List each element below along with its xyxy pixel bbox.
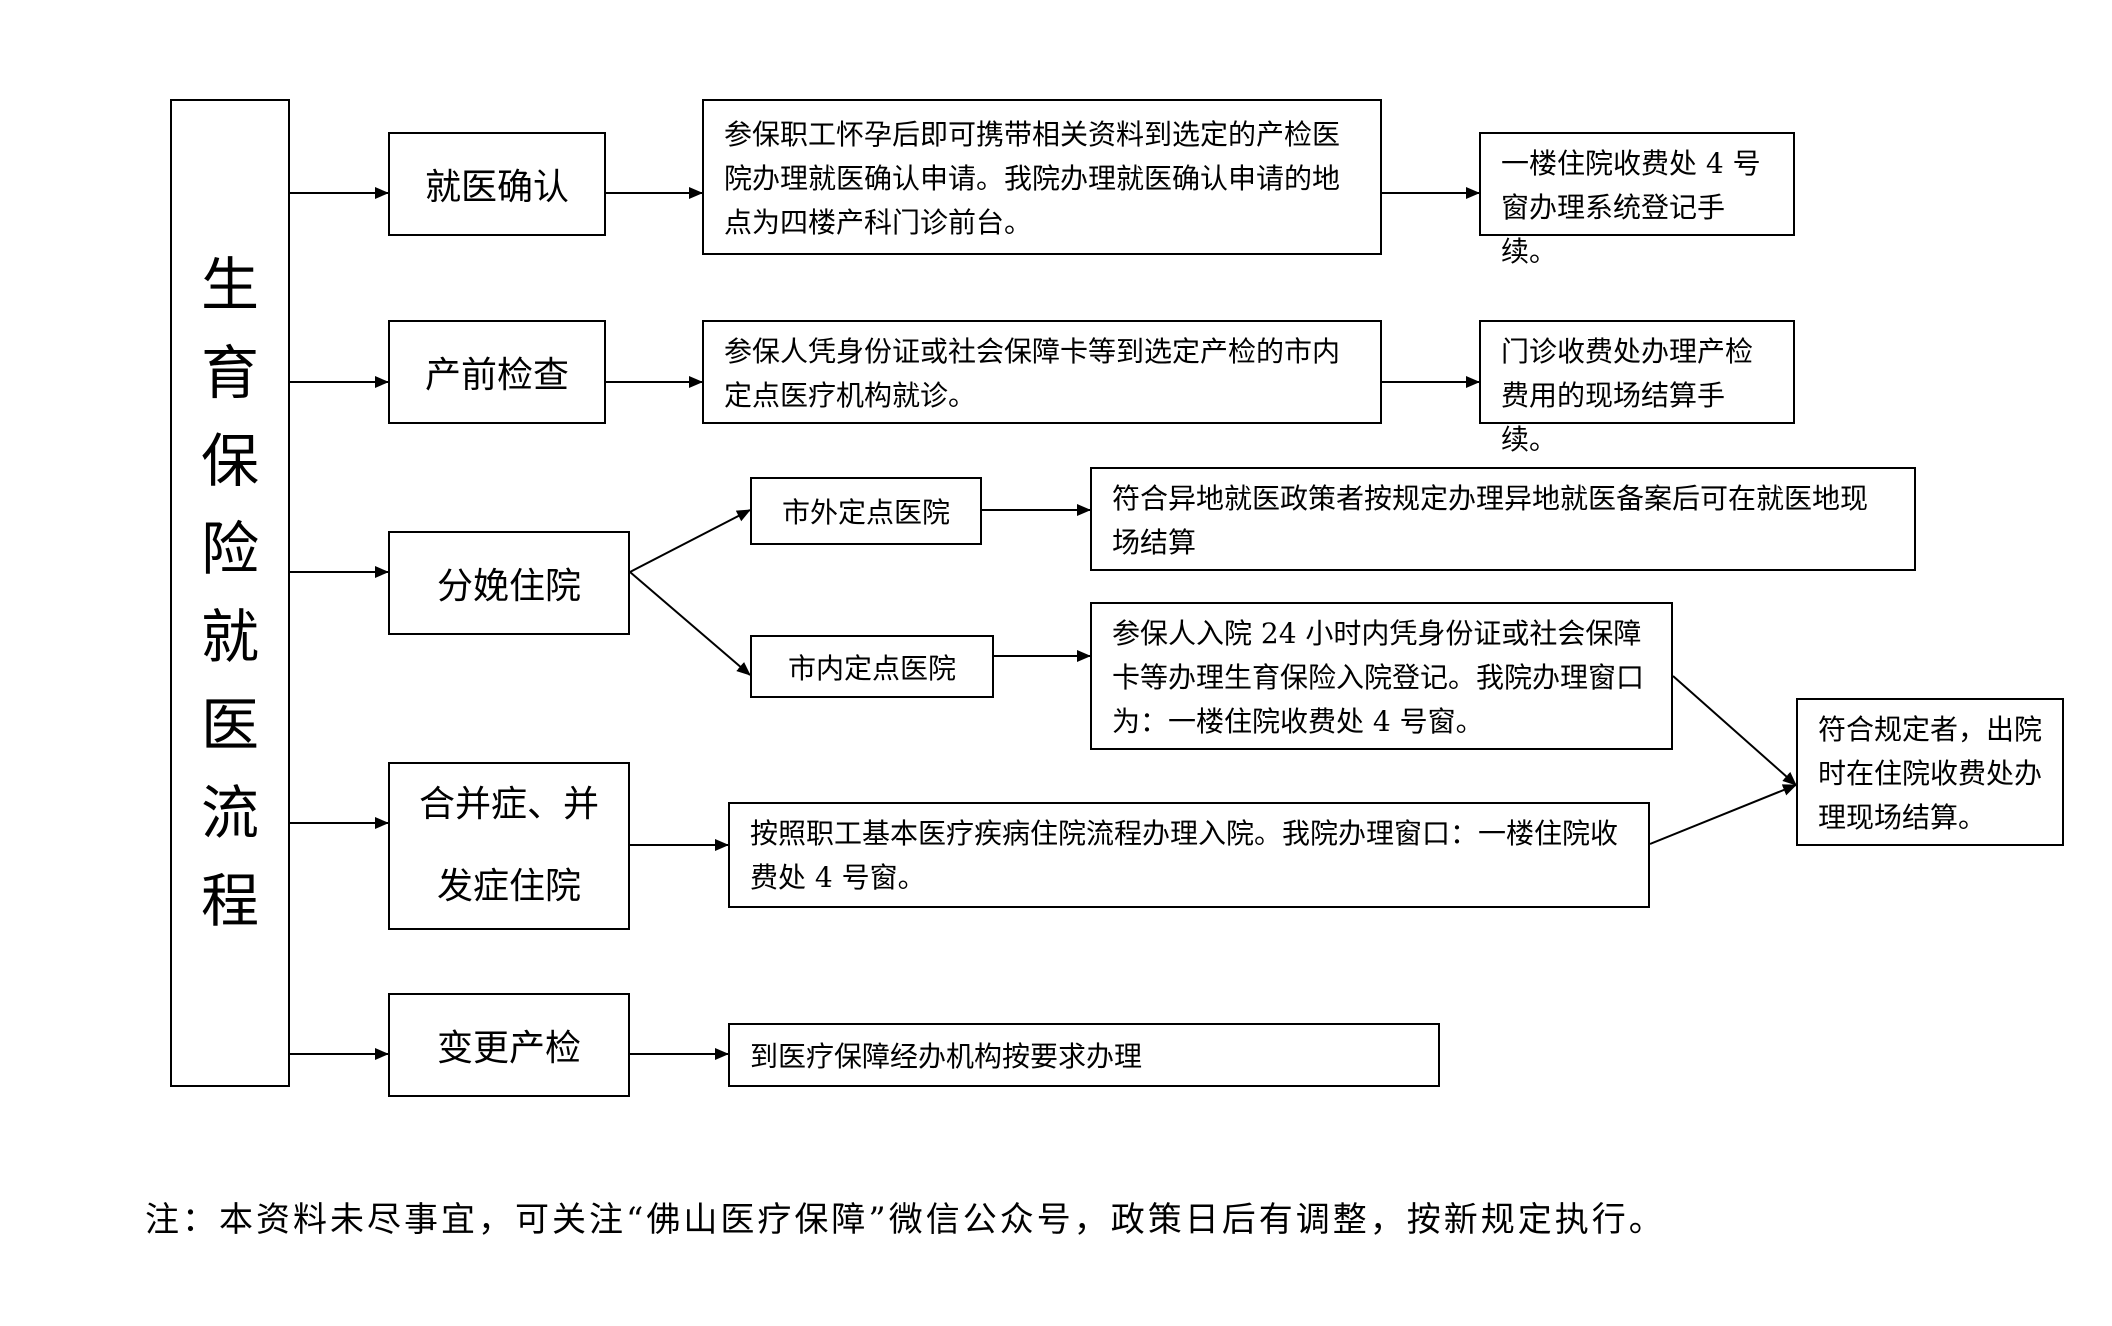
prenatal-check-detail: 参保人凭身份证或社会保障卡等到选定产检的市内定点医疗机构就诊。	[702, 320, 1382, 424]
arrow-delivery-to-inside	[629, 571, 751, 676]
complication-detail: 按照职工基本医疗疾病住院流程办理入院。我院办理窗口：一楼住院收费处 4 号窗。	[728, 802, 1650, 908]
delivery-outside-detail-text: 符合异地就医政策者按规定办理异地就医备案后可在就医地现场结算	[1112, 482, 1869, 559]
complication-detail-text: 按照职工基本医疗疾病住院流程办理入院。我院办理窗口：一楼住院收费处 4 号窗。	[750, 817, 1619, 894]
step-complication: 合并症、并 发症住院	[388, 762, 630, 930]
delivery-outside-hospital: 市外定点医院	[750, 477, 982, 545]
delivery-inside-hospital-label: 市内定点医院	[787, 651, 956, 685]
step-medical-confirm-label: 就医确认	[424, 167, 569, 208]
title-char: 险	[200, 515, 259, 583]
medical-confirm-detail-text: 参保职工怀孕后即可携带相关资料到选定的产检医院办理就医确认申请。我院办理就医确认…	[724, 118, 1341, 239]
change-checkup-detail: 到医疗保障经办机构按要求办理	[728, 1023, 1440, 1087]
title-char: 生	[200, 251, 259, 319]
arrow-complication-detail-to-settlement	[1649, 784, 1797, 845]
discharge-settlement-text: 符合规定者，出院时在住院收费处办理现场结算。	[1818, 713, 2043, 834]
medical-confirm-result-text: 一楼住院收费处 4 号窗办理系统登记手续。	[1501, 147, 1761, 268]
delivery-inside-hospital: 市内定点医院	[750, 635, 994, 698]
step-delivery-label: 分娩住院	[436, 566, 581, 607]
title-char: 流	[200, 779, 259, 847]
prenatal-check-result: 门诊收费处办理产检费用的现场结算手续。	[1479, 320, 1795, 456]
flow-title-box: 生 育 保 险 就 医 流 程	[170, 99, 290, 1087]
discharge-settlement: 符合规定者，出院时在住院收费处办理现场结算。	[1796, 698, 2064, 846]
title-char: 程	[200, 867, 259, 935]
footer-note: 注：本资料未尽事宜，可关注“佛山医疗保障”微信公众号，政策日后有调整，按新规定执…	[145, 1200, 1666, 1240]
medical-confirm-result: 一楼住院收费处 4 号窗办理系统登记手续。	[1479, 132, 1795, 268]
arrow-delivery-to-outside	[629, 509, 751, 573]
title-char: 育	[200, 339, 259, 407]
step-change-checkup: 变更产检	[388, 993, 630, 1097]
step-medical-confirm: 就医确认	[388, 132, 606, 236]
title-char: 就	[200, 603, 259, 671]
delivery-outside-detail: 符合异地就医政策者按规定办理异地就医备案后可在就医地现场结算	[1090, 467, 1916, 571]
step-prenatal-check: 产前检查	[388, 320, 606, 424]
title-char: 医	[200, 691, 259, 759]
delivery-outside-hospital-label: 市外定点医院	[781, 496, 950, 529]
step-delivery: 分娩住院	[388, 531, 630, 635]
arrow-inside-detail-to-settlement	[1672, 675, 1797, 786]
delivery-inside-detail: 参保人入院 24 小时内凭身份证或社会保障卡等办理生育保险入院登记。我院办理窗口…	[1090, 602, 1673, 750]
step-prenatal-check-label: 产前检查	[424, 355, 569, 396]
prenatal-check-result-text: 门诊收费处办理产检费用的现场结算手续。	[1501, 335, 1754, 456]
title-char: 保	[200, 427, 259, 495]
step-change-checkup-label: 变更产检	[436, 1028, 581, 1069]
step-complication-label-line1: 合并症、并	[418, 784, 599, 825]
medical-confirm-detail: 参保职工怀孕后即可携带相关资料到选定的产检医院办理就医确认申请。我院办理就医确认…	[702, 99, 1382, 255]
prenatal-check-detail-text: 参保人凭身份证或社会保障卡等到选定产检的市内定点医疗机构就诊。	[724, 335, 1341, 412]
change-checkup-detail-text: 到医疗保障经办机构按要求办理	[750, 1040, 1143, 1073]
delivery-inside-detail-text: 参保人入院 24 小时内凭身份证或社会保障卡等办理生育保险入院登记。我院办理窗口…	[1112, 617, 1645, 738]
step-complication-label-line2: 发症住院	[436, 866, 581, 907]
